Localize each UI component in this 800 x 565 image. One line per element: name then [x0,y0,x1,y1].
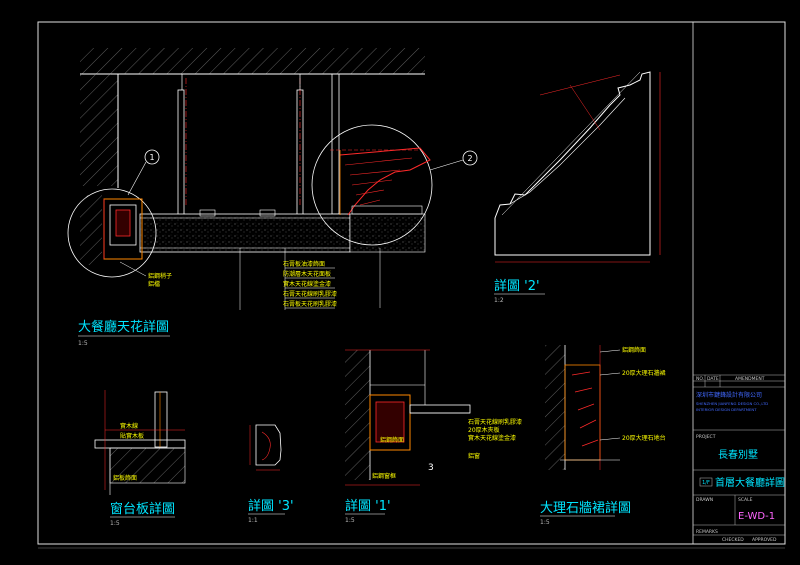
tb-checked-label: CHECKED [722,537,744,543]
detail-2-title: 詳圖 '2' [494,278,540,294]
ceiling-main-section: 1 2 鋁鋼稍子 鋁檔 石膏板油漆飾面 防潮層木天花面板 實木天花線塗金漆 石膏… [67,48,478,347]
note-skirting-3: 20厚大理石地台 [622,434,666,442]
note-d1-6: 鋁鋼窗框 [372,472,396,480]
note-d1-3: 實木天花線塗金漆 [468,434,516,442]
skirting-title: 大理石牆裙詳圖 [540,500,631,516]
ceiling-main-scale: 1:5 [78,340,88,347]
tb-project-name: 長春別墅 [718,449,758,461]
skirting-section: 鋁鋼飾面 20厚大理石牆裙 20厚大理石地台 大理石牆裙詳圖 1:5 [540,345,666,526]
window-sill-title: 窗台板詳圖 [110,501,175,517]
tb-col-amendment: AMENDMENT [735,376,765,382]
callout-2 [462,150,478,166]
detail-3-scale: 1:1 [248,517,258,524]
tb-approved-label: APPROVED [752,537,777,543]
note-ceiling-side-2: 鋁檔 [148,280,160,288]
note-skirting-1: 鋁鋼飾面 [622,346,646,354]
detail-3-title: 詳圖 '3' [248,498,294,514]
slab-hatch [80,48,425,74]
tb-col-date: DATE [707,376,719,382]
window-sill-section: 實木線 貼實木板 鋁板飾面 窗台板詳圖 1:5 [94,390,186,527]
callout-1-label: 1 [149,153,154,162]
tb-remarks-label: REMARKS [696,529,718,535]
tb-company-cn: 深圳市鍵鋒設計有限公司 [696,391,762,399]
note-leader-3: 實木天花線塗金漆 [283,280,331,288]
tb-drawn-label: DRAWN [696,497,713,503]
ceiling-board [139,213,351,253]
tb-company-dept: INTERIOR DESIGN DEPARTMENT [696,407,757,412]
ceiling-main-title: 大餐廳天花詳圖 [78,319,169,335]
callout-2-label: 2 [467,154,472,163]
window-sill-scale: 1:5 [110,520,120,527]
detail-1-scale: 1:5 [345,517,355,524]
detail-2-circle [311,124,433,246]
detail-1-section: 石膏天花線刷乳膠漆 20厚木夾板 實木天花線塗金漆 鋁窗 鋁鋼飾面 鋁鋼窗框 3… [345,349,522,524]
note-leader-1: 石膏板油漆飾面 [283,260,325,268]
callout-3-label: 3 [428,463,434,473]
note-window-2: 貼實木板 [120,432,144,440]
note-leader-5: 石膏板天花刷乳膠漆 [283,300,337,308]
note-d1-1: 石膏天花線刷乳膠漆 [468,418,522,426]
note-window-1: 實木線 [120,422,138,430]
callout-1 [144,149,160,165]
title-block: NO. DATE AMENDMENT 深圳市鍵鋒設計有限公司 SHENZHEN … [692,21,786,545]
note-leader-4: 石膏天花線刷乳膠漆 [283,290,337,298]
tb-drawing-tag: 1/F [702,480,710,486]
tb-drawing-code: E-WD-1 [738,511,775,522]
detail-2-scale: 1:2 [494,297,504,304]
note-window-3: 鋁板飾面 [113,474,137,482]
note-d1-4: 鋁窗 [468,452,480,460]
note-d1-5: 鋁鋼飾面 [380,436,404,444]
wall-hatch [80,74,118,186]
note-leader-2: 防潮層木天花面板 [283,270,331,278]
tb-col-no: NO. [696,376,704,382]
detail-2-profile: 詳圖 '2' 1:2 [494,71,661,304]
tb-company-en: SHENZHEN JIANFENG DESIGN CO.,LTD [696,401,768,406]
note-d1-2: 20厚木夾板 [468,426,500,434]
tb-drawing-title: 首層大餐廳詳圖 [715,476,785,489]
detail-1-circle [67,188,157,278]
detail-3-profile: 詳圖 '3' 1:1 [248,424,294,524]
tb-project-label: PROJECT [696,434,716,440]
note-skirting-2: 20厚大理石牆裙 [622,369,666,377]
tb-scale-label: SCALE [738,497,753,503]
note-ceiling-side-1: 鋁鋼稍子 [148,272,172,280]
detail-1-title: 詳圖 '1' [345,498,391,514]
skirting-scale: 1:5 [540,519,550,526]
